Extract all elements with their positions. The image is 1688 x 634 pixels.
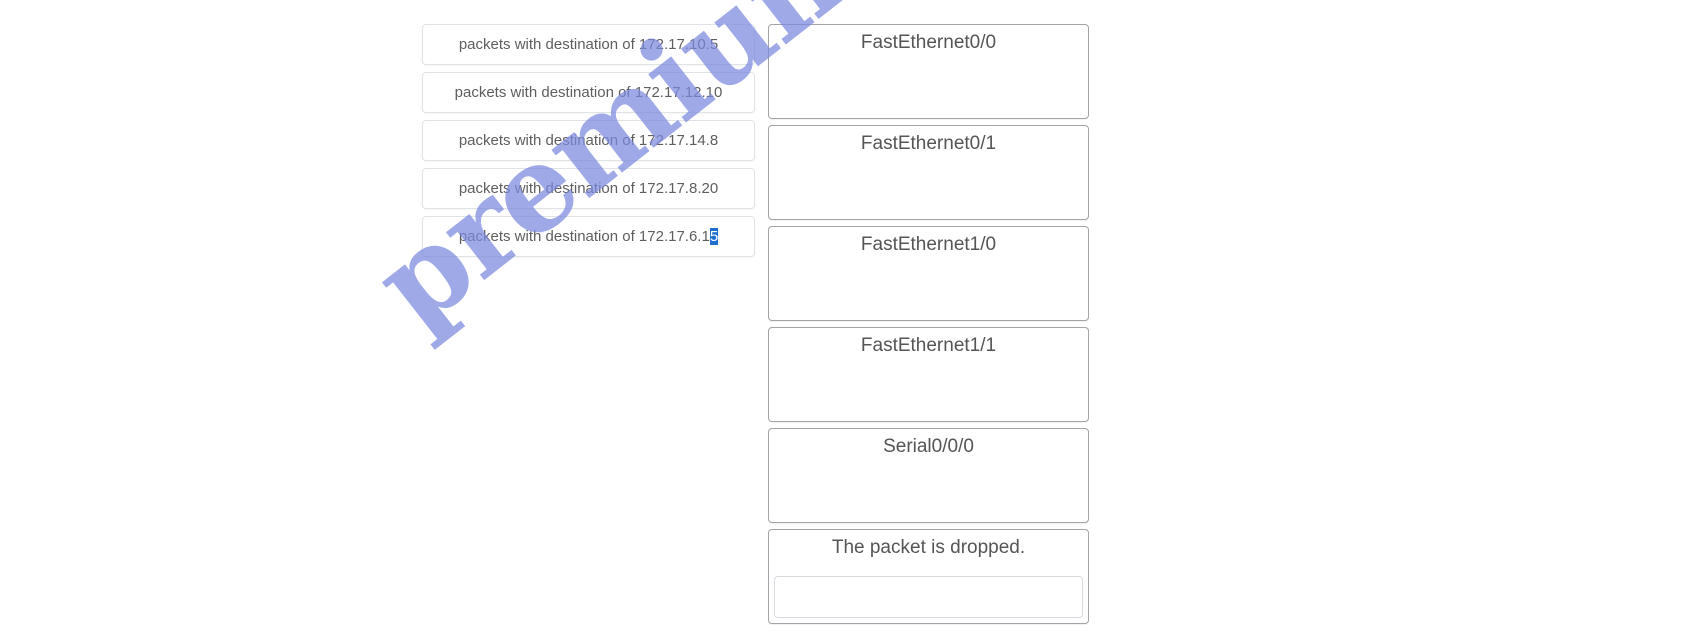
drop-target-label: The packet is dropped. — [831, 537, 1026, 558]
drop-target-packet-dropped[interactable]: The packet is dropped. — [768, 529, 1089, 624]
drag-item-label: packets with destination of 172.17.10.5 — [458, 36, 719, 53]
selected-text-highlight: 5 — [709, 228, 719, 245]
drag-item-label: packets with destination of 172.17.14.8 — [458, 132, 719, 149]
drop-target-label: FastEthernet0/0 — [860, 32, 997, 53]
drag-item-172-17-14-8[interactable]: packets with destination of 172.17.14.8 — [422, 120, 755, 161]
drag-item-label: packets with destination of 172.17.6.15 — [458, 228, 719, 245]
drag-item-172-17-6-15[interactable]: packets with destination of 172.17.6.15 — [422, 216, 755, 257]
drop-slot[interactable] — [774, 576, 1083, 618]
drop-target-fastethernet0-1[interactable]: FastEthernet0/1 — [768, 125, 1089, 220]
drag-item-label: packets with destination of 172.17.12.10 — [454, 84, 723, 101]
drop-target-fastethernet0-0[interactable]: FastEthernet0/0 — [768, 24, 1089, 119]
drop-target-serial0-0-0[interactable]: Serial0/0/0 — [768, 428, 1089, 523]
drag-item-label-prefix: packets with destination of 172.17.6.1 — [458, 228, 710, 245]
drop-target-label: FastEthernet1/0 — [860, 234, 997, 255]
drop-target-label: FastEthernet1/1 — [860, 335, 997, 356]
drop-target-fastethernet1-0[interactable]: FastEthernet1/0 — [768, 226, 1089, 321]
drag-item-172-17-12-10[interactable]: packets with destination of 172.17.12.10 — [422, 72, 755, 113]
drop-target-label: Serial0/0/0 — [883, 436, 974, 457]
drop-target-label: FastEthernet0/1 — [860, 133, 997, 154]
drag-item-label: packets with destination of 172.17.8.20 — [458, 180, 719, 197]
drag-item-172-17-10-5[interactable]: packets with destination of 172.17.10.5 — [422, 24, 755, 65]
drag-item-172-17-8-20[interactable]: packets with destination of 172.17.8.20 — [422, 168, 755, 209]
drop-target-fastethernet1-1[interactable]: FastEthernet1/1 — [768, 327, 1089, 422]
